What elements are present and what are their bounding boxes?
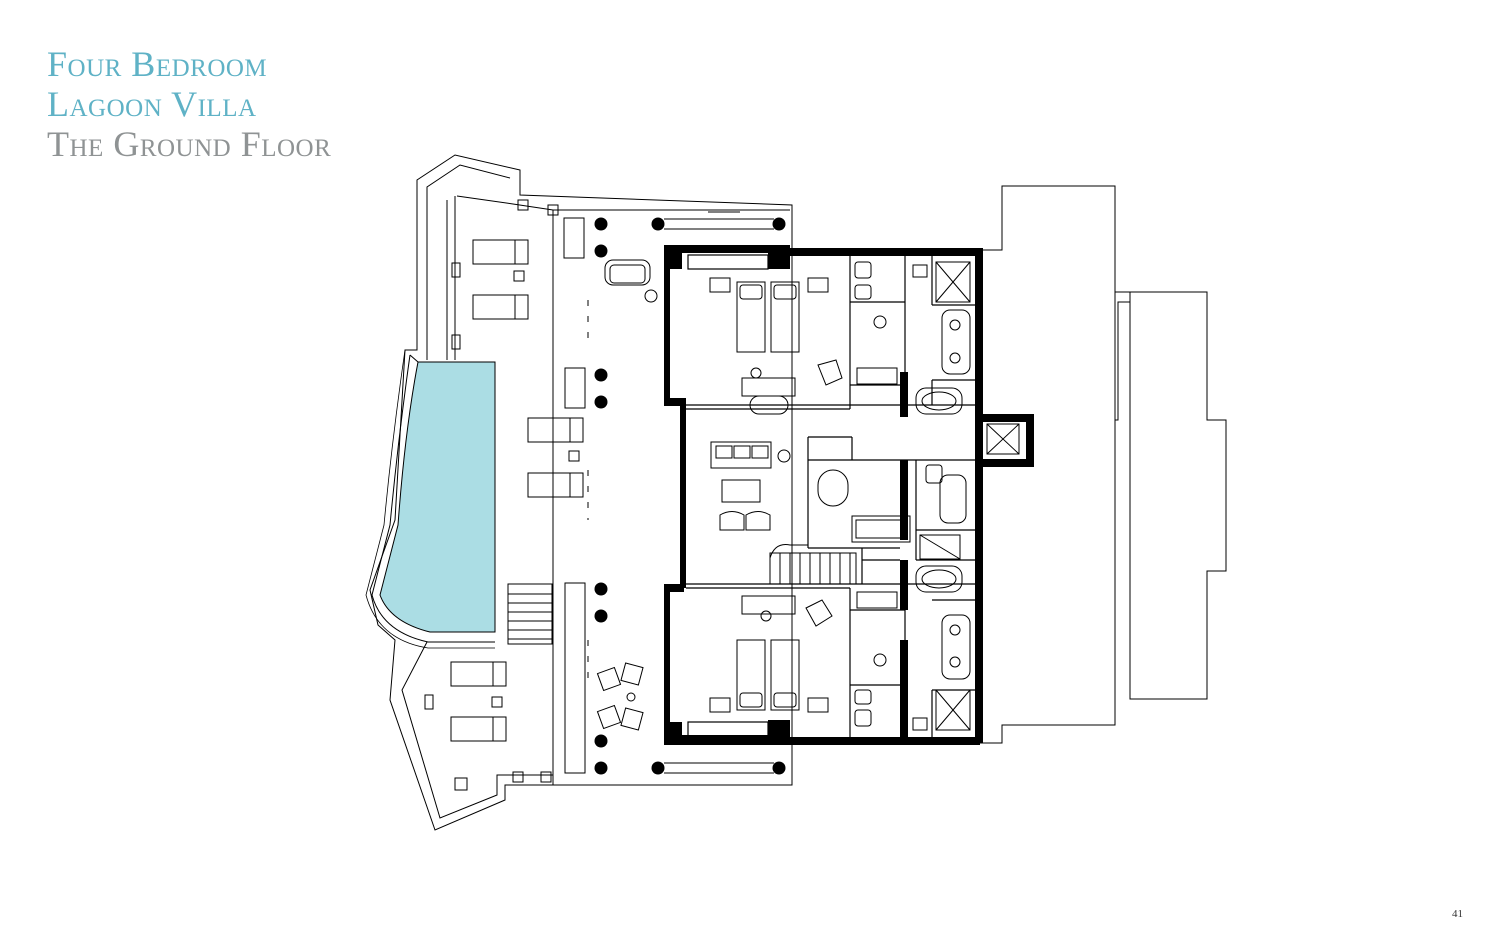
awning-lines: [587, 211, 774, 774]
terrace-chairs: [596, 259, 658, 731]
bathroom-fixtures: [854, 261, 971, 731]
sun-loungers: [450, 217, 586, 774]
right-annex: [978, 185, 1227, 744]
pool-steps: [507, 583, 553, 645]
bedroom-bottom-furniture: [709, 595, 833, 713]
title-line-villa-type: Four Bedroom: [47, 44, 268, 84]
building-walls: [664, 245, 1034, 745]
page-number: 41: [1452, 908, 1463, 920]
living-room-furniture: [710, 441, 911, 543]
pool: [365, 349, 496, 649]
terrace-posts: [424, 199, 559, 791]
columns: [594, 217, 786, 775]
bedroom-top-furniture: [709, 277, 843, 415]
interior-walls: [686, 254, 975, 737]
elevator: [986, 423, 1020, 455]
title-line-villa-name: Lagoon Villa: [47, 84, 257, 124]
staircase: [769, 544, 857, 585]
terrace-outline: [369, 154, 793, 831]
title-line-floor: The Ground Floor: [47, 124, 332, 164]
page-title-block: Four Bedroom Lagoon Villa The Ground Flo…: [47, 44, 331, 164]
